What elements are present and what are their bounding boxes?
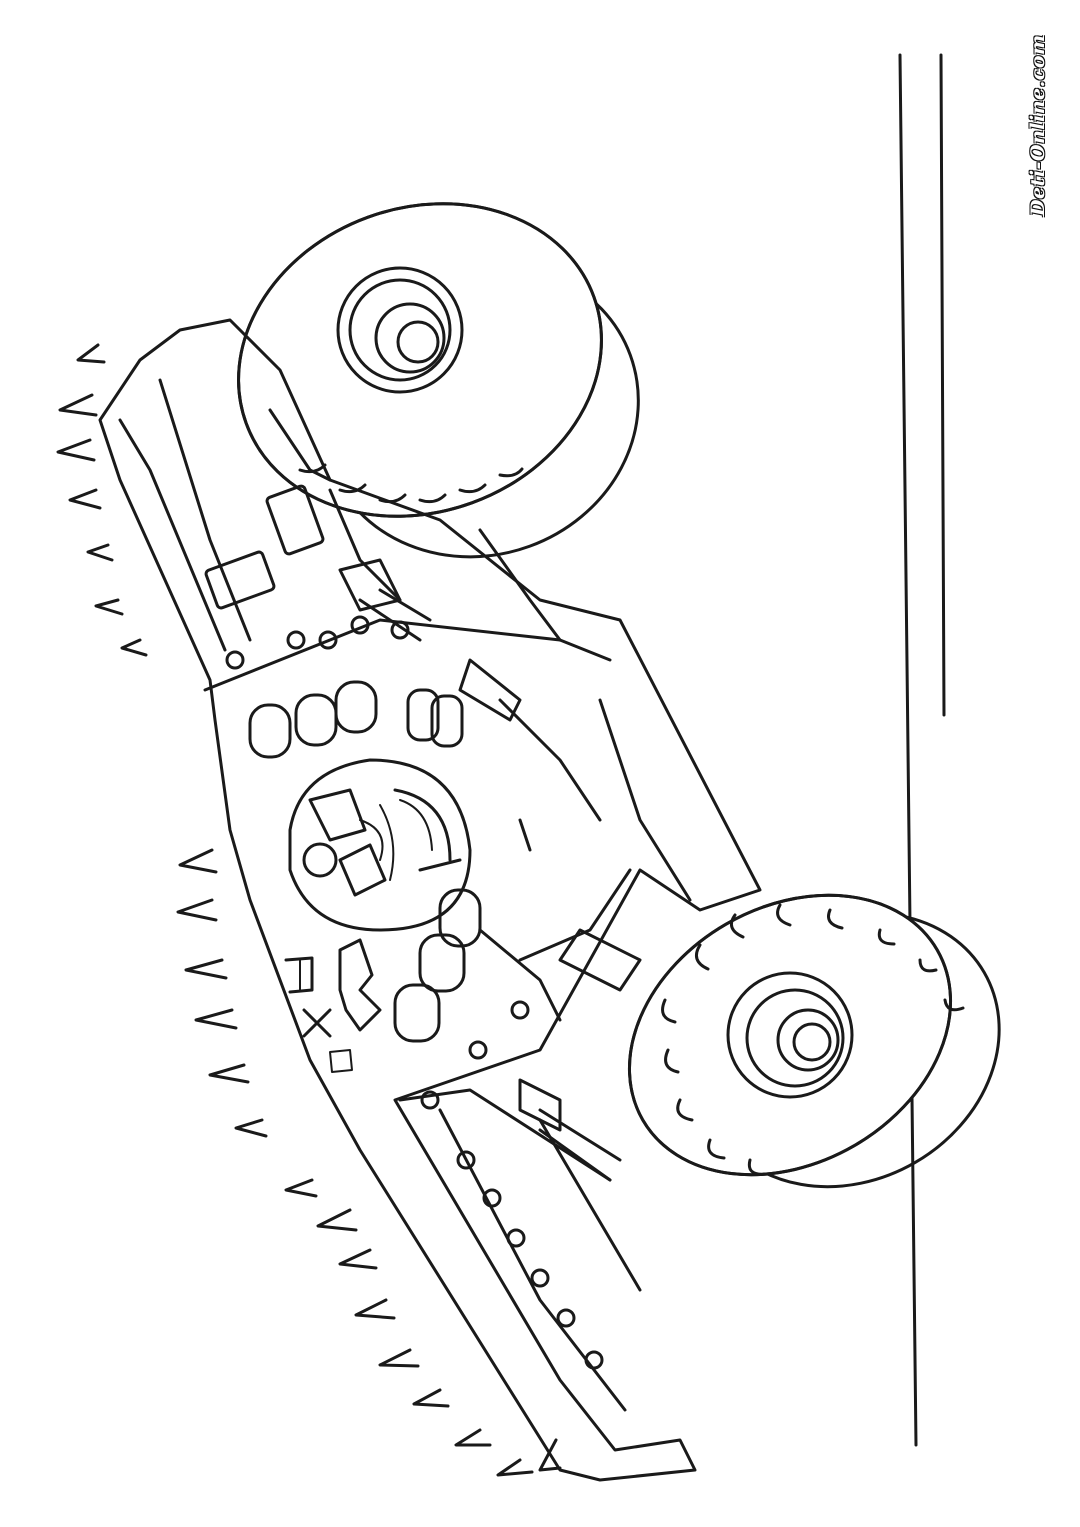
monster-face [288,758,472,932]
front-wheel [627,893,1001,1189]
bottom-teeth [393,888,482,1043]
rear-wheel [237,202,640,559]
side-logo [284,956,353,1073]
spikes-icon [56,343,562,1477]
top-teeth [248,680,464,759]
ground-lines [898,53,946,1447]
frame-rivets [225,615,604,1370]
flame-decoration-icon [338,938,382,1032]
chassis-frame [98,318,762,1482]
cockpit-details [204,484,642,1182]
site-watermark: Deti-Online.com [1027,34,1049,216]
